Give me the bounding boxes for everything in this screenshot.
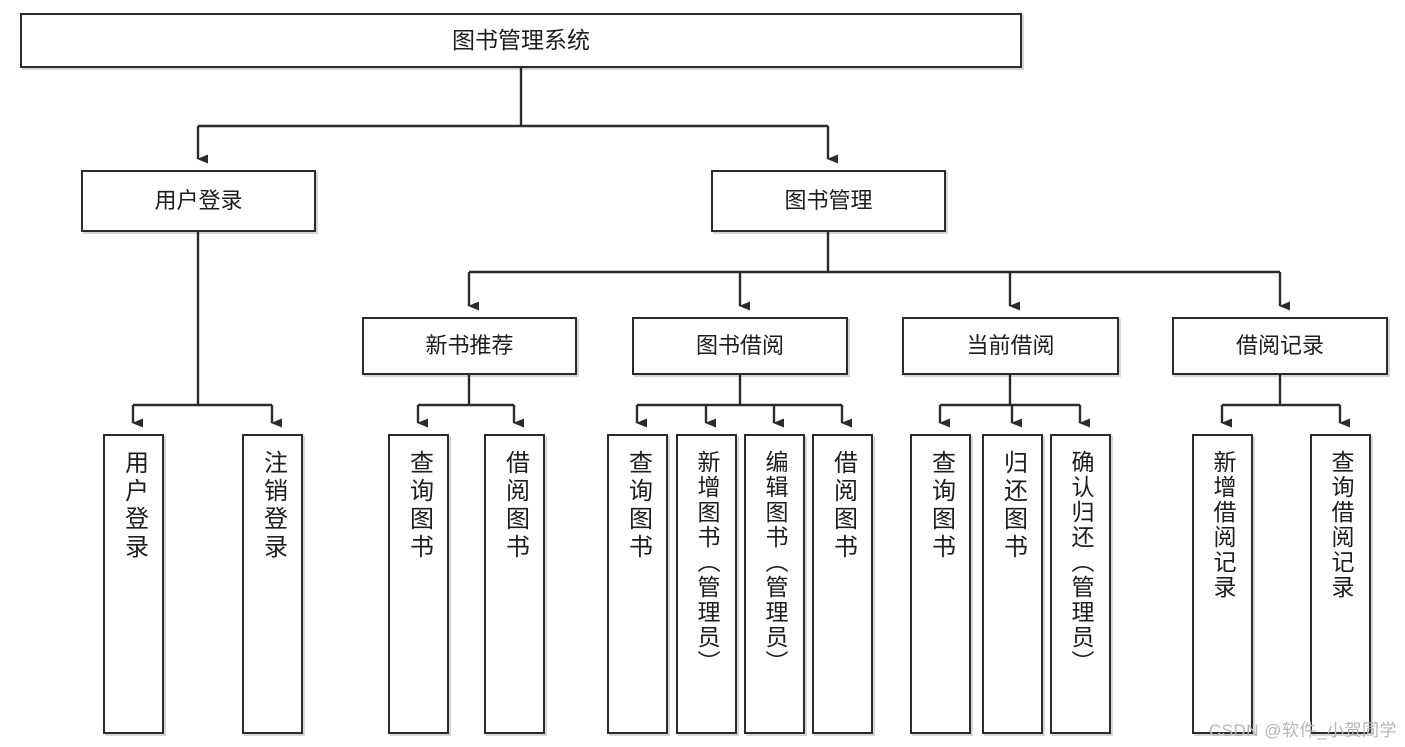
level3-node-1[interactable]: 图书借阅 [632,317,848,375]
leaf-node-5[interactable]: 新增图书（管理员） [676,434,737,734]
leaf-node-2-label: 查询图书 [405,450,433,562]
leaf-node-11[interactable]: 新增借阅记录 [1192,434,1253,734]
level2-node-1-label: 图书管理 [784,188,873,214]
leaf-node-4-label: 查询图书 [624,450,652,562]
leaf-node-6-label: 编辑图书（管理员） [762,450,788,675]
leaf-node-7[interactable]: 借阅图书 [812,434,873,734]
leaf-node-1[interactable]: 注销登录 [242,434,303,734]
leaf-node-12[interactable]: 查询借阅记录 [1310,434,1371,734]
leaf-node-8[interactable]: 查询图书 [910,434,971,734]
level2-node-0[interactable]: 用户登录 [81,170,316,232]
leaf-node-1-label: 注销登录 [259,450,287,562]
leaf-node-6[interactable]: 编辑图书（管理员） [744,434,805,734]
leaf-node-2[interactable]: 查询图书 [388,434,449,734]
leaf-node-7-label: 借阅图书 [829,450,857,562]
leaf-node-3[interactable]: 借阅图书 [484,434,545,734]
watermark: CSDN @软件_小贺同学 [1208,721,1397,740]
leaf-node-5-label: 新增图书（管理员） [694,450,720,675]
level3-node-0[interactable]: 新书推荐 [362,317,577,375]
level3-node-1-label: 图书借阅 [695,333,784,359]
level3-node-2-label: 当前借阅 [966,333,1055,359]
leaf-node-4[interactable]: 查询图书 [607,434,668,734]
leaf-node-0-label: 用户登录 [120,450,148,562]
leaf-node-3-label: 借阅图书 [501,450,529,562]
leaf-node-9[interactable]: 归还图书 [982,434,1043,734]
leaf-node-10[interactable]: 确认归还（管理员） [1050,434,1111,734]
level3-node-2[interactable]: 当前借阅 [902,317,1119,375]
leaf-node-10-label: 确认归还（管理员） [1068,450,1094,675]
root-node[interactable]: 图书管理系统 [20,13,1022,68]
leaf-node-11-label: 新增借阅记录 [1210,450,1236,600]
leaf-node-0[interactable]: 用户登录 [103,434,164,734]
level3-node-3[interactable]: 借阅记录 [1172,317,1388,375]
root-node-label: 图书管理系统 [452,26,590,53]
leaf-node-8-label: 查询图书 [927,450,955,562]
level3-node-0-label: 新书推荐 [425,333,514,359]
level3-node-3-label: 借阅记录 [1235,333,1324,359]
leaf-node-12-label: 查询借阅记录 [1328,450,1354,600]
level2-node-1[interactable]: 图书管理 [711,170,946,232]
level2-node-0-label: 用户登录 [154,188,243,214]
leaf-node-9-label: 归还图书 [999,450,1027,562]
